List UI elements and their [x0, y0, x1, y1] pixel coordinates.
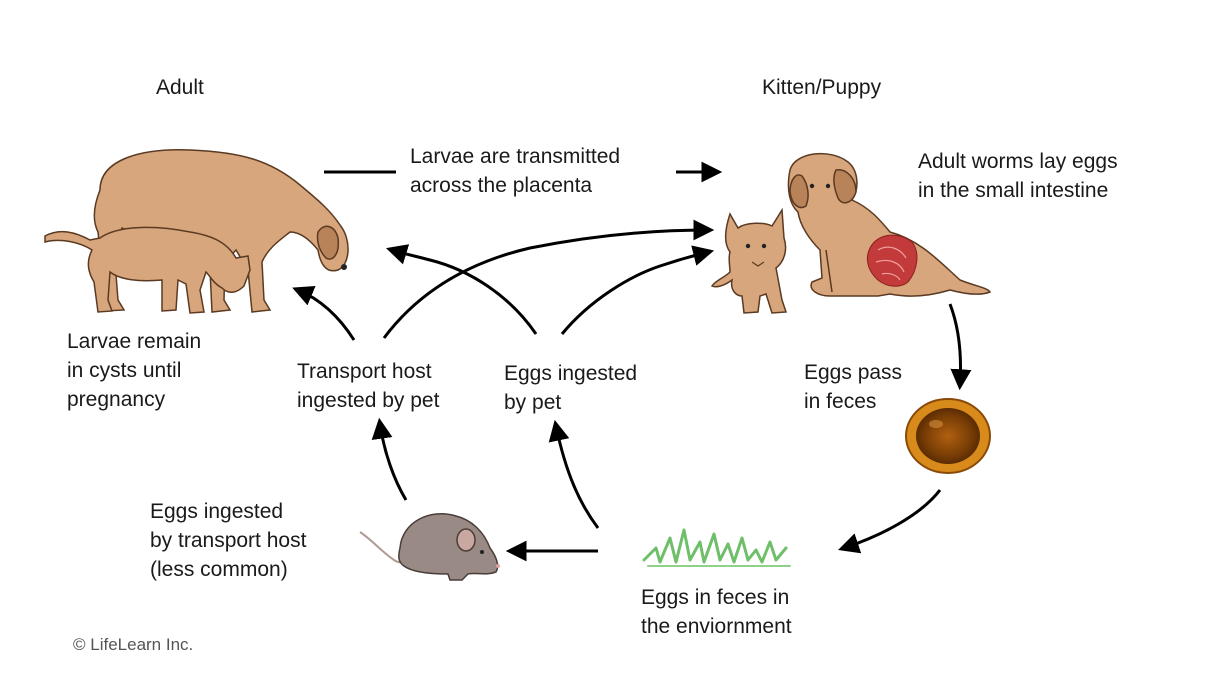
arrow-to-egg: [948, 303, 972, 391]
adult-worms-label: Adult worms lay eggs in the small intest…: [918, 150, 1118, 202]
transport-host-label: Transport host ingested by pet: [297, 360, 440, 412]
arrow-mouse-to-transport: [371, 417, 408, 501]
grass-icon: [642, 528, 791, 567]
placenta-label: Larvae are transmitted across the placen…: [410, 145, 621, 197]
eggs-ingested-pet-label: Eggs ingested by pet: [504, 362, 638, 414]
arrow-egg-to-grass: [838, 489, 942, 554]
kitten-puppy-title: Kitten/Puppy: [762, 76, 882, 99]
copyright-credit: © LifeLearn Inc.: [73, 635, 194, 654]
adult-title: Adult: [156, 76, 204, 99]
eggs-environment-label: Eggs in feces in the enviornment: [641, 586, 792, 638]
adult-cat-icon: [44, 226, 251, 314]
arrow-grass-to-eggs-ingested: [548, 419, 600, 529]
arrow-transport-to-adult: [292, 285, 356, 341]
puppy-icon: [787, 152, 992, 297]
arrow-eggs-to-kitten: [560, 245, 715, 335]
arrow-eggs-to-adult: [385, 244, 538, 335]
arrow-transport-to-kitten: [382, 219, 715, 339]
eggs-transport-host-label: Eggs ingested by transport host (less co…: [150, 500, 307, 581]
larvae-cysts-label: Larvae remain in cysts until pregnancy: [67, 330, 202, 411]
cycle-arrows: [292, 161, 972, 562]
kitten-icon: [710, 207, 788, 314]
mouse-icon: [359, 513, 500, 581]
egg-icon: [905, 398, 991, 474]
intestine-icon: [866, 234, 918, 287]
eggs-pass-feces-label: Eggs pass in feces: [804, 361, 903, 413]
